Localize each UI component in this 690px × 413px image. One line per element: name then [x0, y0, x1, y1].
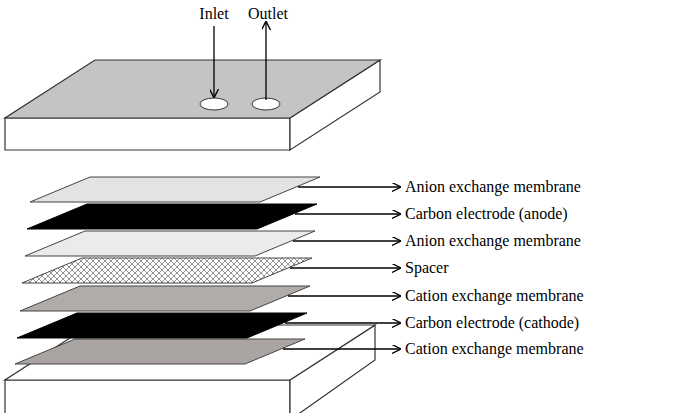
spacer-layer: [22, 258, 312, 283]
leader-arrow: [293, 240, 400, 241]
bottom-plate-front: [5, 380, 290, 413]
anion-membrane-layer: [25, 231, 315, 256]
layer-label: Carbon electrode (cathode): [405, 313, 579, 333]
inlet-port: [200, 98, 228, 110]
layer-label: Cation exchange membrane: [405, 339, 584, 359]
outlet-arrow: [265, 22, 266, 100]
layer-label: Cation exchange membrane: [405, 286, 584, 306]
inlet-arrow: [213, 26, 214, 97]
leader-arrow: [288, 295, 400, 296]
layer-label: Carbon electrode (anode): [405, 204, 568, 224]
leader-arrow: [290, 267, 400, 268]
cation-membrane-layer: [15, 339, 305, 364]
leader-arrow: [295, 213, 400, 214]
leader-arrow: [285, 322, 400, 323]
leader-arrow: [298, 186, 400, 187]
top-plate: [5, 60, 380, 150]
anion-membrane-layer: [30, 177, 320, 202]
top-plate-front: [5, 118, 290, 150]
flow-label: Inlet: [199, 4, 228, 24]
layer-label: Spacer: [405, 258, 449, 278]
layer-label: Anion exchange membrane: [405, 231, 581, 251]
cation-membrane-layer: [20, 286, 310, 311]
cathode-electrode-layer: [17, 313, 307, 338]
top-plate-top: [5, 60, 380, 118]
flow-label: Outlet: [248, 4, 288, 24]
leader-arrow: [283, 348, 400, 349]
layer-label: Anion exchange membrane: [405, 177, 581, 197]
anode-electrode-layer: [27, 204, 317, 229]
